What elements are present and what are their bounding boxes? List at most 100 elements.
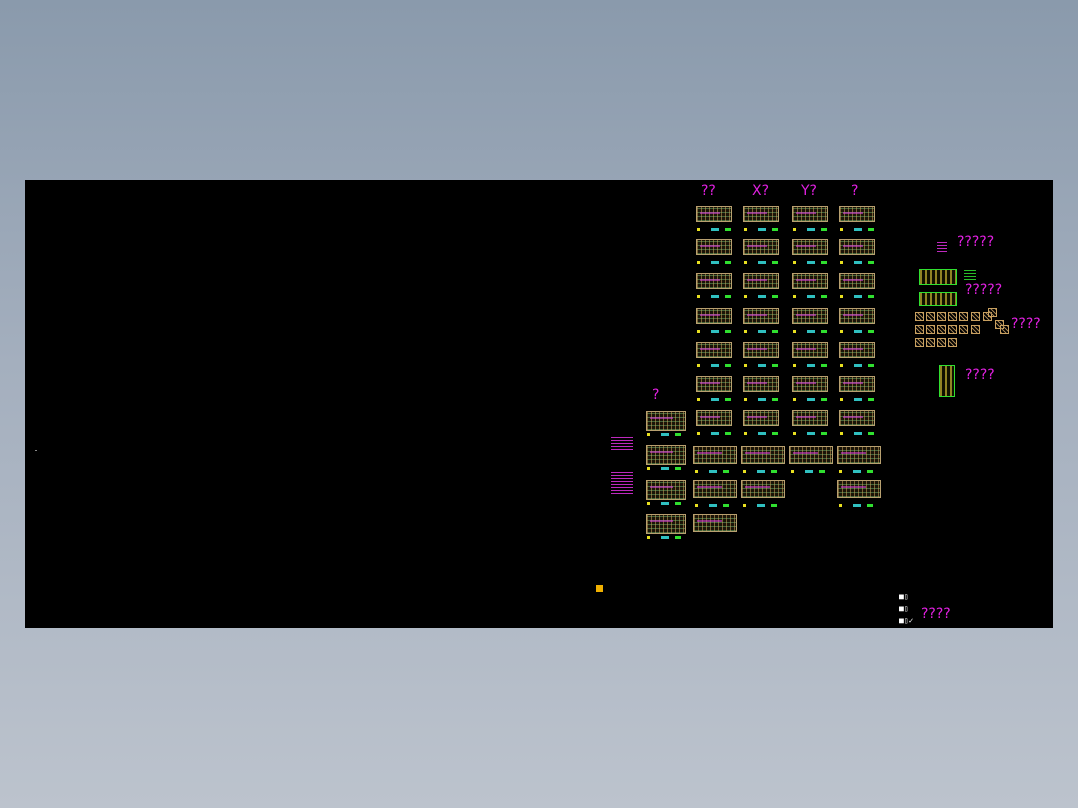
detail-drawing[interactable] bbox=[948, 325, 957, 334]
drawing-sheet[interactable] bbox=[743, 273, 779, 289]
detail-block-3[interactable] bbox=[939, 365, 955, 397]
detail-drawing[interactable] bbox=[948, 338, 957, 347]
drawing-sheet[interactable] bbox=[693, 446, 737, 464]
drawing-canvas[interactable]: ?? X? Y? ? ? ????? ????? ???? ???? ■▯ ■▯… bbox=[25, 180, 1053, 628]
detail-drawing[interactable] bbox=[915, 312, 924, 321]
drawing-sheet[interactable] bbox=[696, 206, 732, 222]
legend-label: ???? bbox=[921, 606, 951, 622]
sheet-caption bbox=[793, 228, 827, 231]
drawing-sheet[interactable] bbox=[741, 480, 785, 498]
detail-drawing[interactable] bbox=[995, 320, 1004, 329]
right-label-3: ???? bbox=[1011, 316, 1041, 332]
detail-drawing[interactable] bbox=[959, 312, 968, 321]
drawing-sheet[interactable] bbox=[743, 376, 779, 392]
sheet-caption bbox=[839, 470, 873, 473]
cursor-marker bbox=[596, 585, 603, 592]
detail-drawing[interactable] bbox=[915, 338, 924, 347]
sheet-caption bbox=[744, 261, 778, 264]
drawing-sheet[interactable] bbox=[792, 376, 828, 392]
drawing-sheet[interactable] bbox=[792, 273, 828, 289]
sheet-caption bbox=[743, 470, 777, 473]
drawing-sheet[interactable] bbox=[696, 376, 732, 392]
detail-drawing[interactable] bbox=[937, 338, 946, 347]
drawing-sheet[interactable] bbox=[646, 445, 686, 465]
detail-drawing[interactable] bbox=[971, 312, 980, 321]
drawing-sheet[interactable] bbox=[789, 446, 833, 464]
detail-drawing[interactable] bbox=[971, 325, 980, 334]
detail-drawing[interactable] bbox=[926, 325, 935, 334]
drawing-sheet[interactable] bbox=[792, 206, 828, 222]
sheet-caption bbox=[840, 432, 874, 435]
sheet-caption bbox=[744, 398, 778, 401]
sheet-caption bbox=[743, 504, 777, 507]
drawing-sheet[interactable] bbox=[792, 308, 828, 324]
detail-drawing[interactable] bbox=[937, 312, 946, 321]
sheet-caption bbox=[791, 470, 825, 473]
drawing-sheet[interactable] bbox=[839, 206, 875, 222]
drawing-sheet[interactable] bbox=[792, 342, 828, 358]
detail-block-2[interactable] bbox=[919, 292, 957, 306]
drawing-sheet[interactable] bbox=[646, 480, 686, 500]
left-column-label: ? bbox=[652, 387, 660, 403]
drawing-sheet[interactable] bbox=[839, 273, 875, 289]
drawing-sheet[interactable] bbox=[839, 239, 875, 255]
sheet-caption bbox=[744, 228, 778, 231]
right-label-4: ???? bbox=[965, 367, 995, 383]
drawing-sheet[interactable] bbox=[693, 480, 737, 498]
drawing-sheet[interactable] bbox=[741, 446, 785, 464]
sheet-caption bbox=[697, 295, 731, 298]
drawing-sheet[interactable] bbox=[743, 206, 779, 222]
sheet-caption bbox=[793, 261, 827, 264]
detail-drawing[interactable] bbox=[926, 312, 935, 321]
drawing-sheet[interactable] bbox=[743, 308, 779, 324]
drawing-sheet[interactable] bbox=[743, 342, 779, 358]
sheet-caption bbox=[744, 432, 778, 435]
column-label-4: ? bbox=[851, 183, 859, 199]
sheet-caption bbox=[697, 330, 731, 333]
sheet-caption bbox=[695, 504, 729, 507]
legend-mark-3: ■▯✓ bbox=[899, 616, 914, 625]
drawing-sheet[interactable] bbox=[696, 273, 732, 289]
drawing-sheet[interactable] bbox=[646, 411, 686, 431]
sheet-caption bbox=[697, 432, 731, 435]
drawing-sheet[interactable] bbox=[839, 376, 875, 392]
right-label-1: ????? bbox=[957, 234, 995, 250]
sheet-caption bbox=[647, 502, 681, 505]
detail-drawing[interactable] bbox=[937, 325, 946, 334]
drawing-sheet[interactable] bbox=[743, 239, 779, 255]
sheet-caption bbox=[840, 261, 874, 264]
sheet-caption bbox=[697, 261, 731, 264]
drawing-sheet[interactable] bbox=[837, 446, 881, 464]
sheet-caption bbox=[840, 330, 874, 333]
drawing-sheet[interactable] bbox=[839, 342, 875, 358]
sheet-caption bbox=[840, 364, 874, 367]
drawing-sheet[interactable] bbox=[792, 410, 828, 426]
detail-drawing[interactable] bbox=[959, 325, 968, 334]
detail-drawing[interactable] bbox=[926, 338, 935, 347]
sheet-caption bbox=[793, 330, 827, 333]
drawing-sheet[interactable] bbox=[743, 410, 779, 426]
sheet-caption bbox=[647, 536, 681, 539]
drawing-sheet[interactable] bbox=[792, 239, 828, 255]
detail-drawing[interactable] bbox=[1000, 325, 1009, 334]
detail-block-1[interactable] bbox=[919, 269, 957, 285]
drawing-sheet[interactable] bbox=[646, 514, 686, 534]
drawing-sheet[interactable] bbox=[696, 342, 732, 358]
drawing-sheet[interactable] bbox=[839, 410, 875, 426]
detail-drawing[interactable] bbox=[988, 308, 997, 317]
sheet-caption bbox=[697, 398, 731, 401]
sheet-caption bbox=[793, 432, 827, 435]
detail-drawing[interactable] bbox=[915, 325, 924, 334]
detail-drawing[interactable] bbox=[948, 312, 957, 321]
drawing-sheet[interactable] bbox=[696, 308, 732, 324]
sheet-caption bbox=[793, 364, 827, 367]
sheet-caption bbox=[793, 295, 827, 298]
drawing-sheet[interactable] bbox=[839, 308, 875, 324]
sheet-caption bbox=[793, 398, 827, 401]
drawing-sheet[interactable] bbox=[837, 480, 881, 498]
drawing-sheet[interactable] bbox=[696, 239, 732, 255]
drawing-sheet[interactable] bbox=[696, 410, 732, 426]
sheet-caption bbox=[697, 364, 731, 367]
drawing-sheet[interactable] bbox=[693, 514, 737, 532]
column-label-1: ?? bbox=[701, 183, 716, 199]
